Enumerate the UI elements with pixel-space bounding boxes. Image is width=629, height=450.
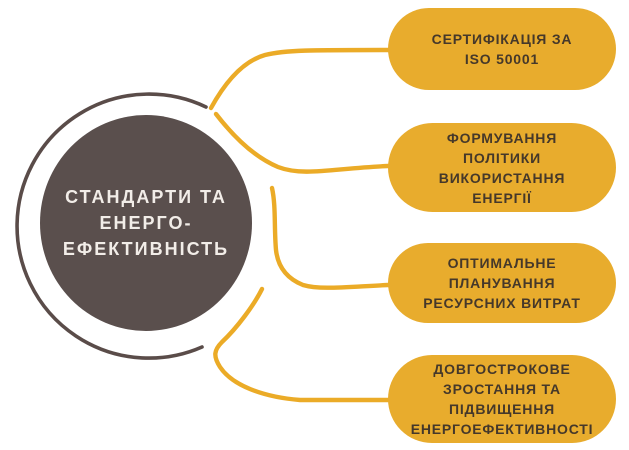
- branch-node-line: ДОВГОСТРОКОВЕ: [433, 361, 571, 377]
- branch-node-line: ЕНЕРГІЇ: [472, 189, 532, 206]
- circle-outline-arc: [15, 92, 208, 360]
- central-node-line-1: СТАНДАРТИ ТА: [65, 187, 227, 207]
- branch-node-line: ЗРОСТАННЯ ТА: [443, 381, 561, 397]
- branch-node-line: ISO 50001: [464, 51, 540, 67]
- branch-node-line: ПІДВИЩЕННЯ: [449, 401, 555, 417]
- central-node-label: СТАНДАРТИ ТА ЕНЕРГО- ЕФЕКТИВНІСТЬ: [57, 184, 235, 262]
- branch-node-line: ПОЛІТИКИ: [463, 149, 541, 166]
- central-node-line-2: ЕНЕРГО-: [99, 213, 193, 233]
- central-node[interactable]: СТАНДАРТИ ТА ЕНЕРГО- ЕФЕКТИВНІСТЬ: [40, 115, 252, 331]
- branch-node-line: ОПТИМАЛЬНЕ: [447, 255, 557, 271]
- branch-node-planning[interactable]: ОПТИМАЛЬНЕ ПЛАНУВАННЯ РЕСУРСНИХ ВИТРАТ: [388, 243, 616, 323]
- branch-node-line: СЕРТИФІКАЦІЯ ЗА: [431, 31, 573, 47]
- branch-node-line: ВИКОРИСТАННЯ: [438, 169, 566, 186]
- branch-node-line: ФОРМУВАННЯ: [446, 129, 558, 146]
- connector-line-4: [213, 286, 391, 403]
- branch-node-line: РЕСУРСНИХ ВИТРАТ: [423, 295, 581, 311]
- connector-line-3: [269, 185, 391, 290]
- branch-node-line: ПЛАНУВАННЯ: [448, 275, 556, 291]
- branch-node-line: ЕНЕРГОЕФЕКТИВНОСТІ: [410, 421, 594, 437]
- branch-node-policy[interactable]: ФОРМУВАННЯ ПОЛІТИКИ ВИКОРИСТАННЯ ЕНЕРГІЇ: [388, 123, 616, 212]
- connector-line-1: [208, 47, 391, 111]
- branch-node-growth[interactable]: ДОВГОСТРОКОВЕ ЗРОСТАННЯ ТА ПІДВИЩЕННЯ ЕН…: [388, 355, 616, 443]
- central-node-line-3: ЕФЕКТИВНІСТЬ: [62, 239, 230, 259]
- connector-line-2: [213, 111, 391, 174]
- branch-node-certification[interactable]: СЕРТИФІКАЦІЯ ЗА ISO 50001: [388, 8, 616, 90]
